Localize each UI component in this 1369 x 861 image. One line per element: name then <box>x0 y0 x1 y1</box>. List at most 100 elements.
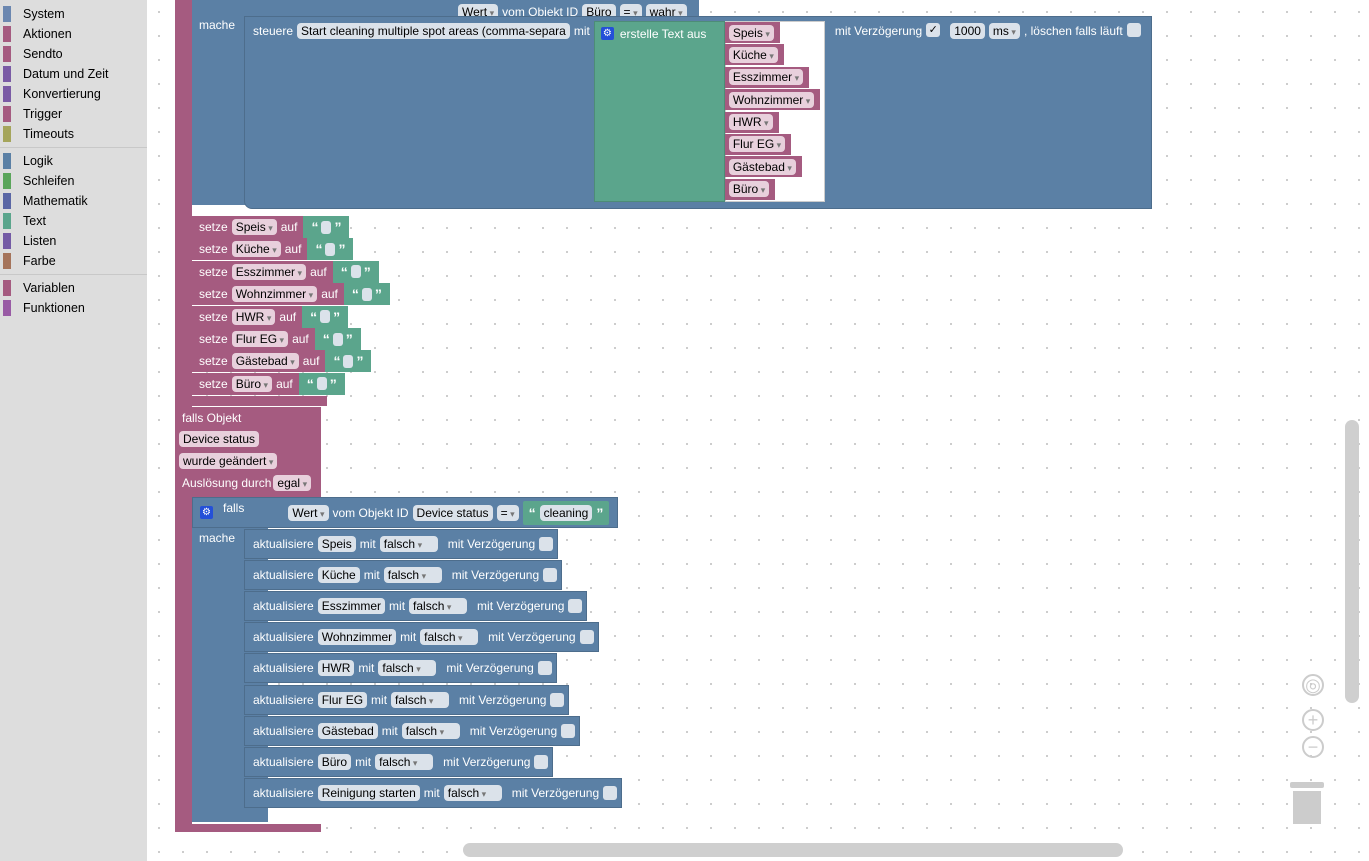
object-field[interactable]: Reinigung starten <box>317 784 420 801</box>
variable-dropdown[interactable]: HWR <box>231 308 276 325</box>
category-aktionen[interactable]: Aktionen <box>0 24 147 44</box>
category-schleifen[interactable]: Schleifen <box>0 171 147 191</box>
set-variable-block[interactable]: setzeGästebadauf“” <box>192 350 372 373</box>
delay-checkbox[interactable] <box>579 630 594 645</box>
zoom-in-icon[interactable]: + <box>1302 709 1324 731</box>
update-block[interactable]: aktualisiereEsszimmermitfalschmit Verzög… <box>244 591 588 622</box>
empty-text-block[interactable]: “” <box>302 305 349 328</box>
boolean-dropdown[interactable]: falsch <box>378 660 437 677</box>
text-block[interactable]: “ cleaning ” <box>522 500 610 525</box>
category-funktionen[interactable]: Funktionen <box>0 298 147 318</box>
set-variable-block[interactable]: setzeKücheauf“” <box>192 238 354 261</box>
boolean-dropdown[interactable]: falsch <box>391 691 450 708</box>
variable-dropdown[interactable]: Esszimmer <box>231 263 307 280</box>
set-variable-block[interactable]: setzeEsszimmerauf“” <box>192 260 379 283</box>
variable-dropdown[interactable]: Küche <box>728 46 778 63</box>
variable-dropdown[interactable]: Flur EG <box>728 136 786 153</box>
change-dropdown[interactable]: wurde geändert <box>179 453 278 469</box>
empty-text-block[interactable]: “” <box>343 283 390 306</box>
variable-dropdown[interactable]: HWR <box>728 114 773 131</box>
set-variable-body[interactable]: setzeEsszimmerauf <box>192 260 333 283</box>
zoom-out-icon[interactable]: − <box>1302 736 1324 758</box>
value-dropdown[interactable]: Wert <box>288 504 329 521</box>
update-block[interactable]: aktualisiereWohnzimmermitfalschmit Verzö… <box>244 622 599 653</box>
update-block[interactable]: aktualisiereHWRmitfalschmit Verzögerung <box>244 653 557 684</box>
text-input[interactable] <box>332 332 343 346</box>
update-block[interactable]: aktualisiereBüromitfalschmit Verzögerung <box>244 746 554 777</box>
set-variable-block[interactable]: setzeBüroauf“” <box>192 372 345 395</box>
variable-dropdown[interactable]: Speis <box>231 219 277 235</box>
set-variable-block[interactable]: setzeWohnzimmerauf“” <box>192 283 390 306</box>
delay-checkbox[interactable]: ✓ <box>926 23 941 37</box>
empty-text-block[interactable]: “” <box>307 238 354 261</box>
text-input[interactable] <box>361 287 372 301</box>
object-id-field[interactable]: Büro <box>582 4 616 16</box>
workspace[interactable]: Wert vom Objekt ID Büro = wahr mache ste… <box>147 0 1369 861</box>
delay-input[interactable]: 1000 <box>950 23 985 39</box>
text-input[interactable] <box>325 242 336 256</box>
value-dropdown[interactable]: Wert <box>458 4 499 16</box>
if-condition-bar[interactable]: Wert vom Objekt ID Büro = wahr <box>268 0 699 16</box>
boolean-dropdown[interactable]: falsch <box>401 722 460 739</box>
text-item-block[interactable]: Wohnzimmer <box>724 89 821 111</box>
text-input[interactable] <box>343 354 354 368</box>
object-field[interactable]: HWR <box>317 660 355 677</box>
event-block-bottom[interactable] <box>175 824 321 832</box>
empty-text-block[interactable]: “” <box>314 328 361 350</box>
object-field[interactable]: Device status <box>179 431 260 447</box>
category-variablen[interactable]: Variablen <box>0 278 147 298</box>
horizontal-scrollbar[interactable] <box>463 843 1123 857</box>
object-field[interactable]: Büro <box>317 753 352 770</box>
object-field[interactable]: Gästebad <box>317 722 378 739</box>
operator-dropdown[interactable]: = <box>619 4 642 16</box>
control-block[interactable]: steuere Start cleaning multiple spot are… <box>244 16 1152 209</box>
variable-dropdown[interactable]: Büro <box>728 181 770 198</box>
set-variable-block[interactable]: setzeHWRauf“” <box>192 305 349 328</box>
empty-text-block[interactable]: “” <box>325 350 372 373</box>
category-trigger[interactable]: Trigger <box>0 104 147 124</box>
delay-checkbox[interactable] <box>543 568 558 583</box>
variable-dropdown[interactable]: Esszimmer <box>728 69 804 86</box>
boolean-dropdown[interactable]: falsch <box>443 784 502 801</box>
empty-text-block[interactable]: “” <box>332 260 379 283</box>
create-text-block[interactable]: ⚙ erstelle Text aus <box>593 21 725 202</box>
trash-icon[interactable] <box>1290 782 1324 824</box>
clear-checkbox[interactable] <box>1126 23 1141 37</box>
update-block[interactable]: aktualisiereKüchemitfalschmit Verzögerun… <box>244 560 563 591</box>
trigger-by-dropdown[interactable]: egal <box>273 475 312 491</box>
category-text[interactable]: Text <box>0 211 147 231</box>
set-variable-body[interactable]: setzeHWRauf <box>192 305 303 328</box>
category-logik[interactable]: Logik <box>0 151 147 171</box>
set-variable-body[interactable]: setzeWohnzimmerauf <box>192 283 344 306</box>
object-id-field[interactable]: Device status <box>412 504 493 521</box>
variable-dropdown[interactable]: Wohnzimmer <box>728 91 815 108</box>
category-konvertierung[interactable]: Konvertierung <box>0 84 147 104</box>
vertical-scrollbar[interactable] <box>1345 420 1359 703</box>
value-field[interactable]: wahr <box>645 4 687 16</box>
category-listen[interactable]: Listen <box>0 231 147 251</box>
text-input[interactable] <box>321 220 332 234</box>
text-item-block[interactable]: HWR <box>724 111 779 133</box>
unit-dropdown[interactable]: ms <box>988 23 1020 39</box>
empty-text-block[interactable]: “” <box>303 216 350 238</box>
empty-text-block[interactable]: “” <box>298 372 345 395</box>
text-input[interactable] <box>350 265 361 279</box>
text-item-block[interactable]: Esszimmer <box>724 66 810 88</box>
object-field[interactable]: Speis <box>317 536 356 552</box>
variable-dropdown[interactable]: Wohnzimmer <box>231 286 318 303</box>
variable-dropdown[interactable]: Speis <box>728 24 774 41</box>
delay-checkbox[interactable] <box>537 661 552 676</box>
category-timeouts[interactable]: Timeouts <box>0 124 147 144</box>
delay-checkbox[interactable] <box>603 785 618 800</box>
gear-icon[interactable]: ⚙ <box>200 506 213 519</box>
delay-checkbox[interactable] <box>550 692 565 707</box>
delay-checkbox[interactable] <box>539 537 554 551</box>
object-field[interactable]: Wohnzimmer <box>317 629 397 646</box>
category-datum-und-zeit[interactable]: Datum und Zeit <box>0 64 147 84</box>
set-variable-body[interactable]: setzeSpeisauf <box>192 216 304 238</box>
text-input[interactable] <box>316 377 327 391</box>
